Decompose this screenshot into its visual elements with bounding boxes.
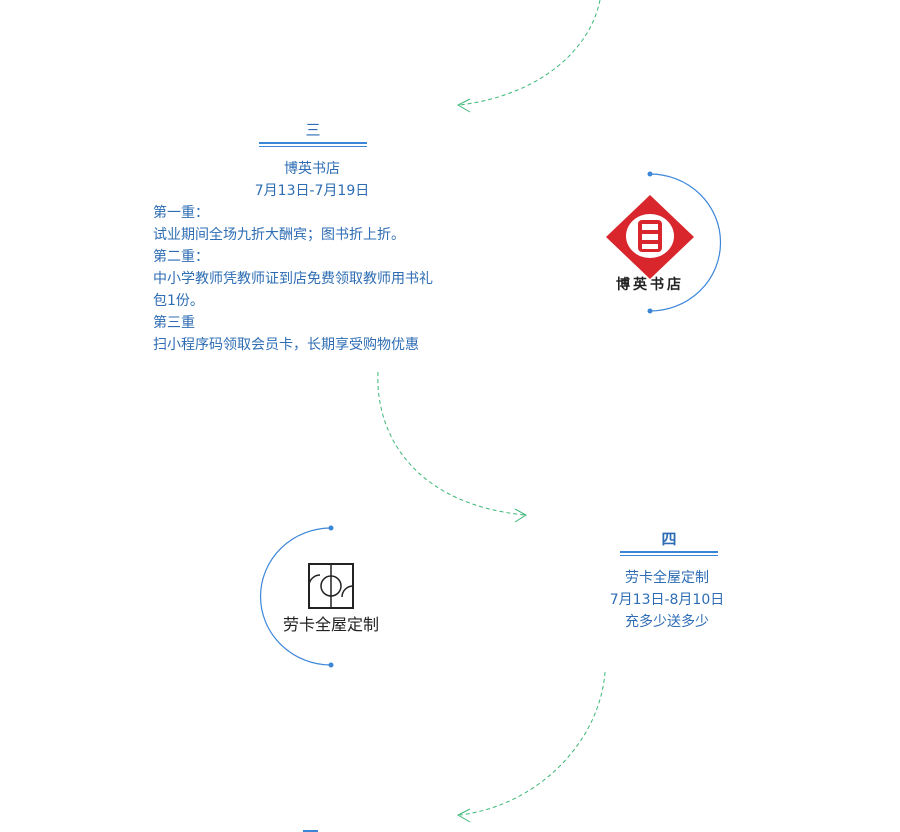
offer-line: 充多少送多少	[625, 614, 709, 630]
furniture-logo	[308, 563, 354, 609]
dashed-connector-top	[459, 0, 601, 106]
arc-dot	[328, 662, 334, 668]
promo-dates: 7月13日-7月19日	[254, 183, 370, 199]
bookstore-logo	[606, 195, 694, 279]
store-name: 博英书店	[284, 161, 340, 177]
bookstore-logo-text: 博英书店	[616, 277, 684, 293]
arrow-head-icon	[456, 808, 471, 823]
arc-dot	[328, 525, 334, 531]
offer-line: 扫小程序码领取会员卡，长期享受购物优惠	[153, 337, 419, 353]
offer-line: 试业期间全场九折大酬宾；图书折上折。	[153, 227, 405, 243]
offer-line: 包1份。	[153, 293, 204, 309]
section-rule	[259, 142, 367, 147]
furniture-logo-text: 劳卡全屋定制	[282, 615, 379, 634]
arc-dot	[647, 171, 653, 177]
arc-dot	[647, 308, 653, 314]
logo-arc-furniture	[259, 527, 332, 666]
promo-dates: 7月13日-8月10日	[609, 592, 725, 608]
dashed-connector-middle	[377, 371, 526, 516]
section-number: 四	[661, 530, 677, 548]
logo-arc-bookstore	[649, 173, 722, 312]
dashed-connector-bottom	[459, 671, 606, 816]
section-number: 三	[305, 121, 321, 139]
offer-list: 第一重： 试业期间全场九折大酬宾；图书折上折。 第二重： 中小学教师凭教师证到店…	[153, 202, 483, 356]
arrow-head-icon	[456, 98, 471, 113]
store-name: 劳卡全屋定制	[625, 570, 709, 586]
offer-line: 中小学教师凭教师证到店免费领取教师用书礼	[153, 271, 433, 287]
offer-line: 第三重	[153, 315, 195, 331]
offer-line: 第二重：	[153, 249, 209, 265]
arrow-head-icon	[514, 508, 527, 523]
section-rule	[620, 551, 718, 556]
offer-line: 第一重：	[153, 205, 209, 221]
